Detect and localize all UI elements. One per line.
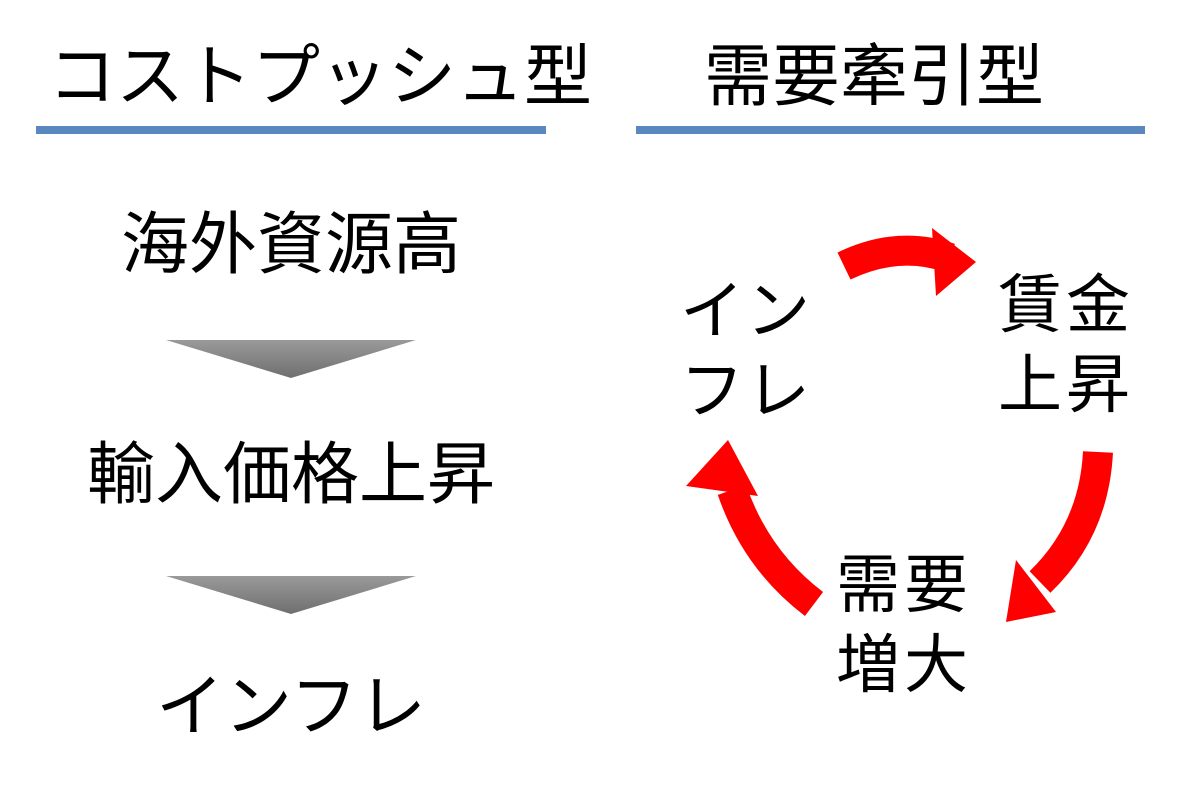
- cycle-node-wage-rise: 賃金 上昇: [998, 266, 1134, 426]
- demand-pull-heading-rule: [636, 126, 1145, 134]
- down-arrow-icon: [166, 340, 416, 378]
- cycle-node-demand-increase-line-1: 需要: [836, 549, 972, 623]
- cost-push-heading: コストプッシュ型: [48, 38, 593, 117]
- demand-pull-heading: 需要牽引型: [704, 38, 1045, 117]
- cost-push-heading-rule: [36, 126, 546, 134]
- cycle-node-wage-rise-line-2: 上昇: [998, 349, 1134, 423]
- cycle-arrow-inflation-to-wage: [837, 228, 976, 296]
- cycle-arrow-wage-to-demand: [1006, 451, 1113, 622]
- cycle-node-inflation: イン フレ: [680, 272, 812, 432]
- cost-push-step-inflation: インフレ: [156, 668, 426, 747]
- down-arrow-icon: [166, 576, 416, 614]
- cycle-node-inflation-line-1: イン: [680, 275, 812, 349]
- cycle-node-inflation-line-2: フレ: [680, 355, 812, 429]
- cost-push-step-resources: 海外資源高: [120, 206, 461, 285]
- cycle-node-demand-increase: 需要 増大: [836, 546, 972, 706]
- cycle-arrow-demand-to-inflation: [686, 440, 824, 616]
- cost-push-step-import-prices: 輸入価格上昇: [86, 436, 495, 515]
- cycle-node-wage-rise-line-1: 賃金: [998, 269, 1134, 343]
- cycle-node-demand-increase-line-2: 増大: [836, 629, 972, 703]
